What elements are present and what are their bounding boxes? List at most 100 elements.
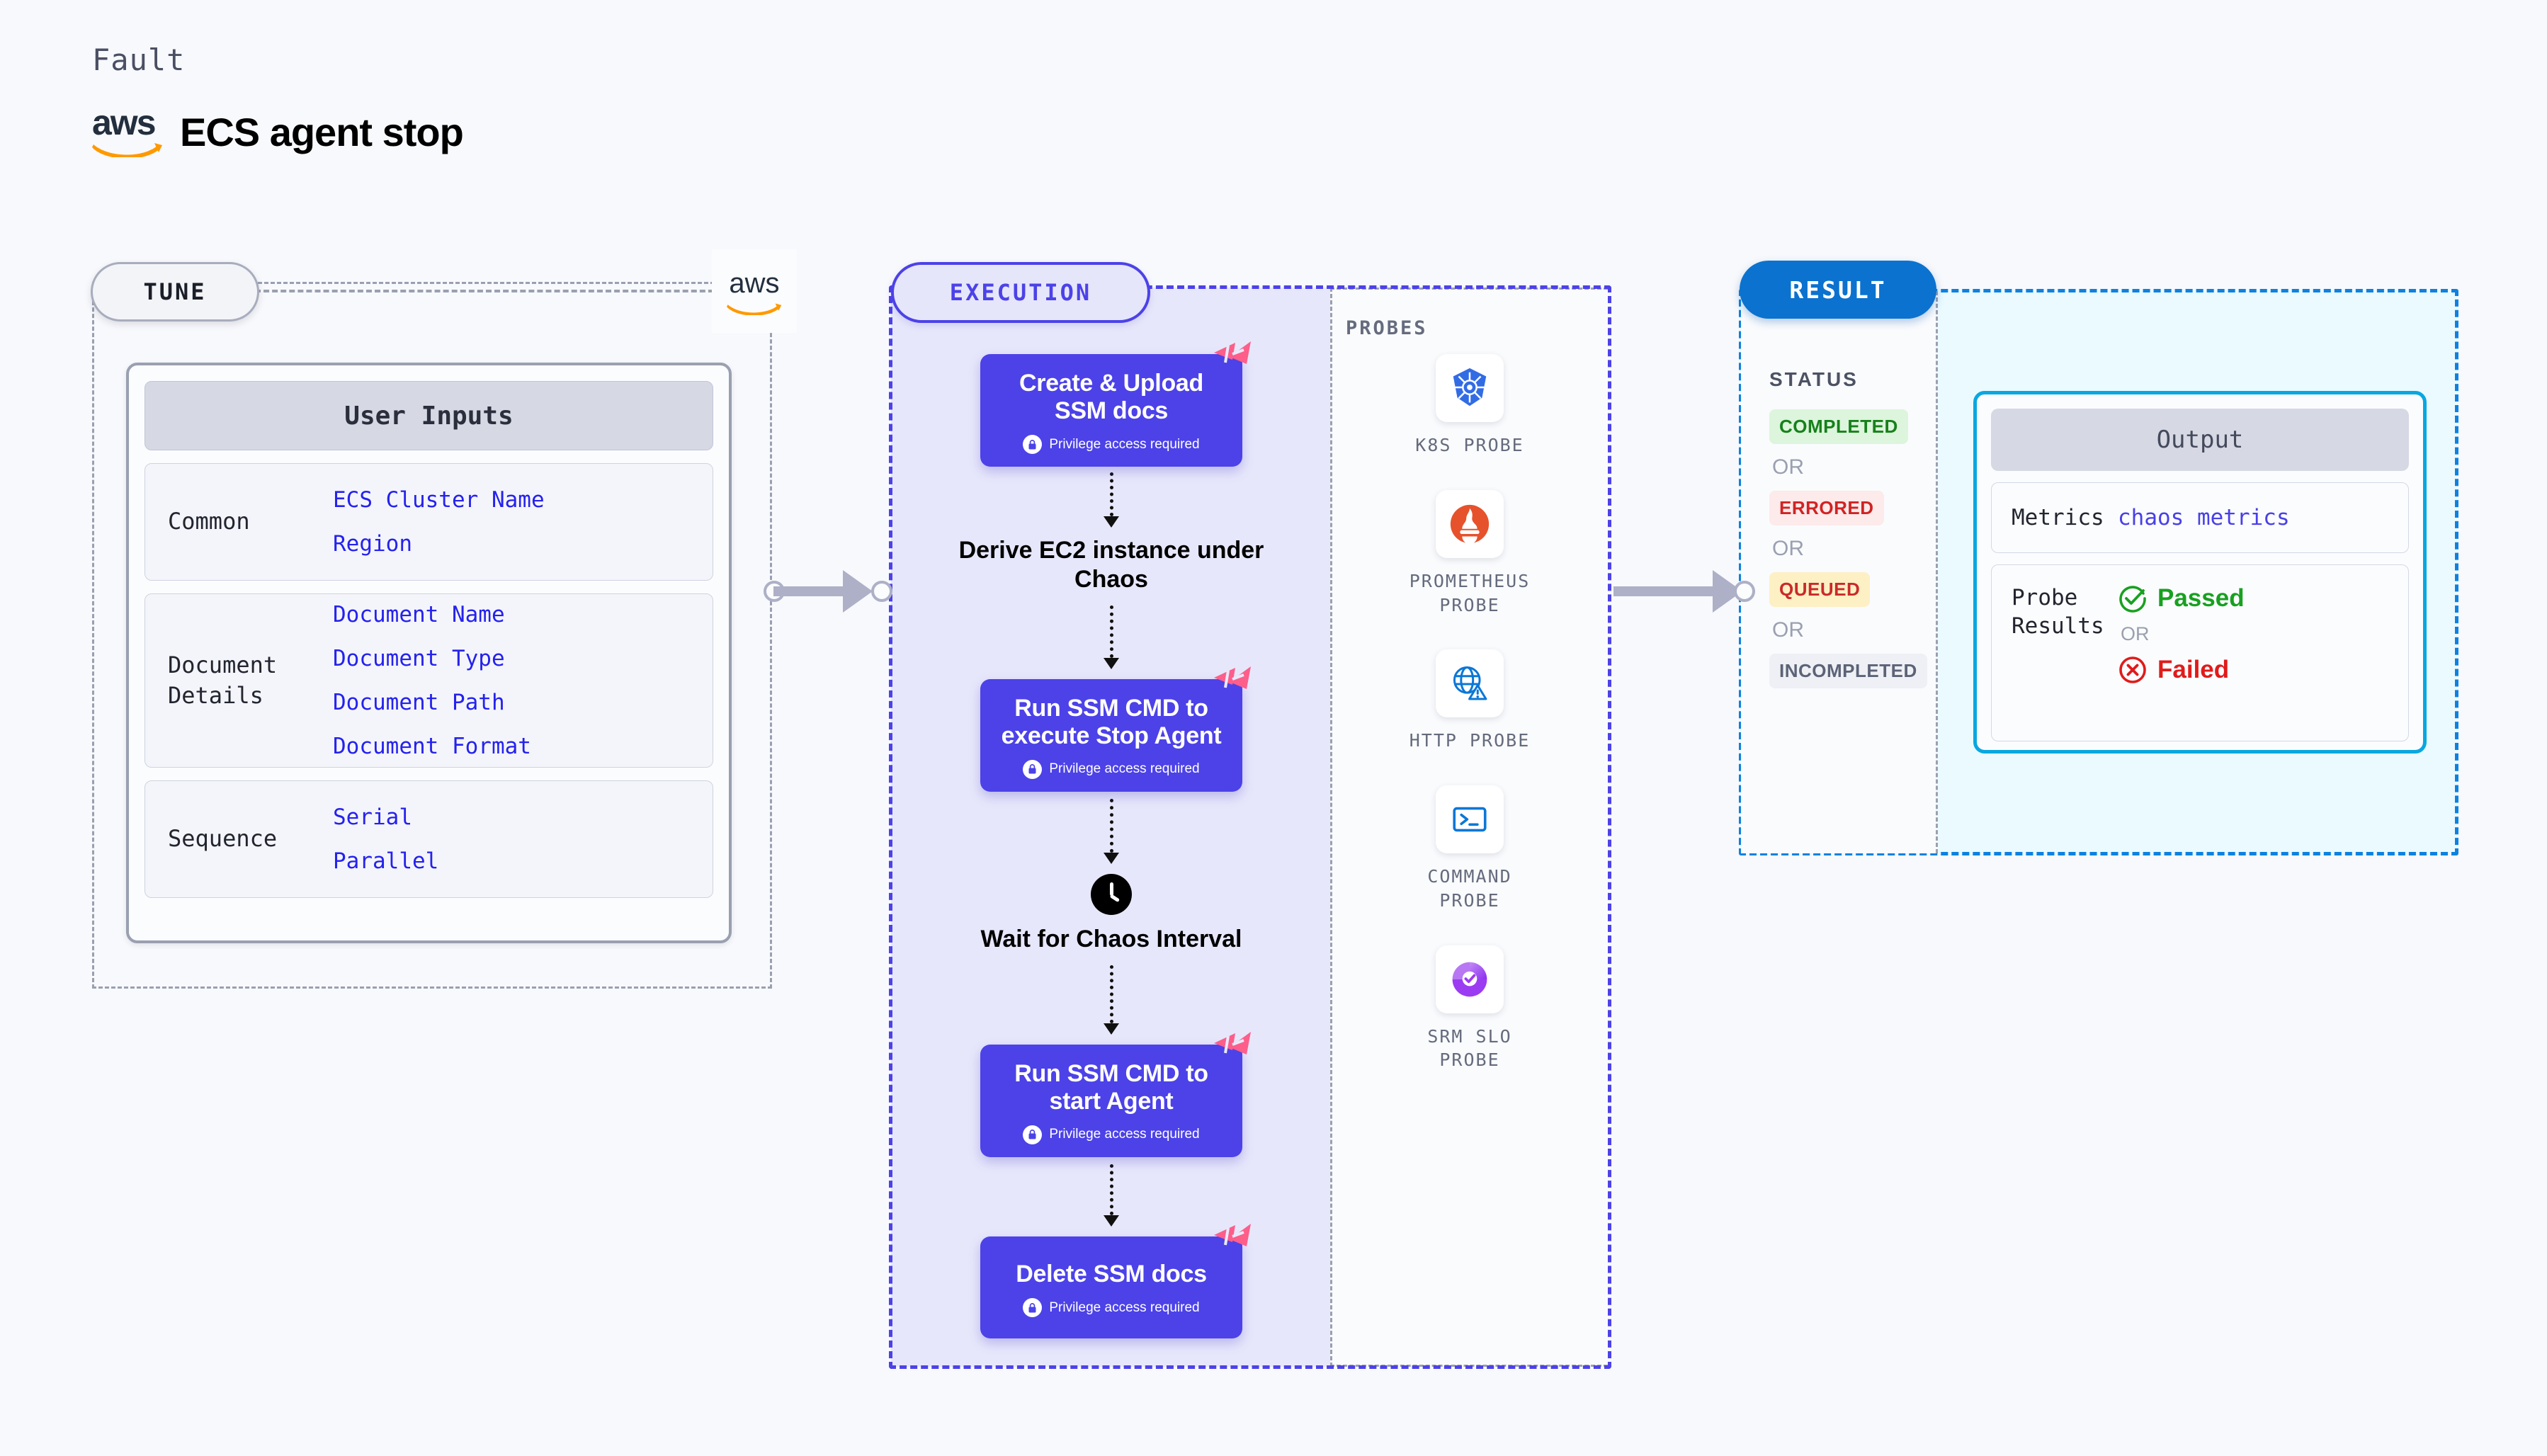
status-or-2: OR [1772,537,1804,560]
status-badge-queued: QUEUED [1769,572,1871,607]
execution-node-run-ssm-cmd-stop-agent[interactable]: Run SSM CMD to execute Stop Agent Privil… [980,666,1251,792]
status-badge-errored: ERRORED [1769,491,1884,525]
execution-section-boundary [889,285,1611,1369]
tune-value-document-path[interactable]: Document Path [333,690,505,715]
user-inputs-title: User Inputs [144,381,713,450]
aws-badge-wordmark: aws [729,267,780,299]
probe-results-l2: Results [2012,613,2104,639]
connector-execution-to-result [1613,570,1759,613]
aws-logo: aws [92,103,163,157]
tune-value-region[interactable]: Region [333,531,412,557]
tune-value-parallel[interactable]: Parallel [333,848,439,874]
connector-end-dot [871,581,892,602]
http-globe-icon [1435,649,1504,718]
connector-shaft [773,586,858,596]
status-badge-completed: COMPLETED [1769,409,1908,444]
status-heading: STATUS [1769,368,1859,390]
probe-result-passed: Passed [2118,584,2245,613]
status-badge-incompleted: INCOMPLETED [1769,654,1927,688]
lock-icon [1023,1298,1043,1318]
tune-value-document-name[interactable]: Document Name [333,602,505,627]
probe-results-l1: Probe [2012,585,2078,610]
node-privilege-note: Privilege access required [992,1125,1231,1144]
execution-section-pill[interactable]: EXECUTION [891,262,1150,323]
probe-http[interactable]: HTTP PROBE [1409,649,1531,753]
probe-srm-slo[interactable]: SRM SLO PROBE [1402,945,1537,1073]
output-row-metrics: Metrics chaos metrics [1991,482,2409,553]
node-privilege-note: Privilege access required [992,435,1231,455]
tune-value-document-format[interactable]: Document Format [333,734,531,759]
tune-row-values: Serial Parallel [333,804,438,874]
x-circle-icon [2119,656,2146,683]
tune-row-common: Common ECS Cluster Name Region [144,463,713,581]
probe-prometheus[interactable]: PROMETHEUS PROBE [1402,489,1537,618]
result-section-pill[interactable]: RESULT [1740,261,1936,319]
probe-label: PROMETHEUS PROBE [1409,570,1531,615]
user-inputs-card: User Inputs Common ECS Cluster Name Regi… [126,363,732,943]
node-title: Run SSM CMD to start Agent [1014,1059,1208,1115]
execution-node-run-ssm-cmd-start-agent[interactable]: Run SSM CMD to start Agent Privilege acc… [980,1031,1251,1157]
tune-row-label: Common [168,508,250,535]
tune-value-document-type[interactable]: Document Type [333,646,505,671]
tune-row-values: Document Name Document Type Document Pat… [333,602,531,759]
prometheus-icon [1436,489,1504,558]
tune-value-ecs-cluster-name[interactable]: ECS Cluster Name [333,487,545,513]
probe-label: K8S PROBE [1415,435,1524,455]
probe-k8s[interactable]: K8S PROBE [1415,354,1524,457]
connector-arrowhead [843,570,873,613]
litmus-logo-icon [1214,341,1251,364]
node-title: Run SSM CMD to execute Stop Agent [1001,694,1222,749]
terminal-icon [1436,785,1504,853]
lock-icon [1023,759,1043,779]
status-or-3: OR [1772,618,1804,642]
page-title: ECS agent stop [180,110,464,154]
tune-pill-label: TUNE [143,278,207,305]
privilege-text: Privilege access required [1049,1299,1200,1315]
execution-node-delete-ssm-docs[interactable]: Delete SSM docs Privilege access require… [980,1223,1251,1339]
aws-provider-badge: aws [712,249,797,333]
execution-node-create-upload-ssm-docs[interactable]: Create & Upload SSM docs Privilege acces… [980,341,1251,467]
tune-row-label: Sequence [168,825,278,853]
probe-label: HTTP PROBE [1409,730,1531,751]
output-metrics-label: Metrics [2012,504,2104,530]
connector-shaft [1613,586,1718,596]
check-circle-icon [2119,586,2146,613]
node-title: Delete SSM docs [1016,1260,1207,1287]
doc-details-l1: Document [168,651,278,678]
kubernetes-icon [1436,354,1504,422]
execution-step-wait-for-chaos-interval: Wait for Chaos Interval [980,925,1242,952]
status-list: STATUS COMPLETED OR ERRORED OR QUEUED OR… [1769,368,1932,688]
srm-slo-icon [1436,945,1504,1013]
probes-section-label: PROBES [1346,317,1428,339]
lock-icon [1023,1125,1043,1144]
probe-label: COMMAND PROBE [1427,866,1512,911]
aws-wordmark: aws [92,103,157,142]
execution-step-derive-ec2-instance: Derive EC2 instance under Chaos [958,537,1264,593]
passed-text: Passed [2157,584,2245,612]
probe-label: SRM SLO PROBE [1427,1025,1512,1071]
execution-pill-label: EXECUTION [949,279,1092,306]
flow-connector [1104,605,1119,669]
output-title: Output [1991,409,2409,471]
tune-row-values: ECS Cluster Name Region [333,487,545,557]
probe-result-or: OR [2121,623,2150,644]
output-metrics-value[interactable]: chaos metrics [2118,505,2290,530]
aws-smile-icon [92,143,162,157]
connector-end-dot [1734,581,1755,602]
tune-section-pill[interactable]: TUNE [91,262,259,322]
litmus-logo-icon [1214,1031,1251,1054]
lock-icon [1023,435,1043,455]
probe-command[interactable]: COMMAND PROBE [1402,785,1537,913]
fault-label: Fault [92,42,186,77]
failed-text: Failed [2157,656,2230,683]
tune-row-sequence: Sequence Serial Parallel [144,780,713,898]
probe-result-options: Passed OR Failed [2118,584,2245,685]
privilege-text: Privilege access required [1049,1127,1200,1142]
tune-value-serial[interactable]: Serial [333,804,412,830]
clock-icon [1091,873,1132,915]
title-row: aws ECS agent stop [92,103,464,157]
